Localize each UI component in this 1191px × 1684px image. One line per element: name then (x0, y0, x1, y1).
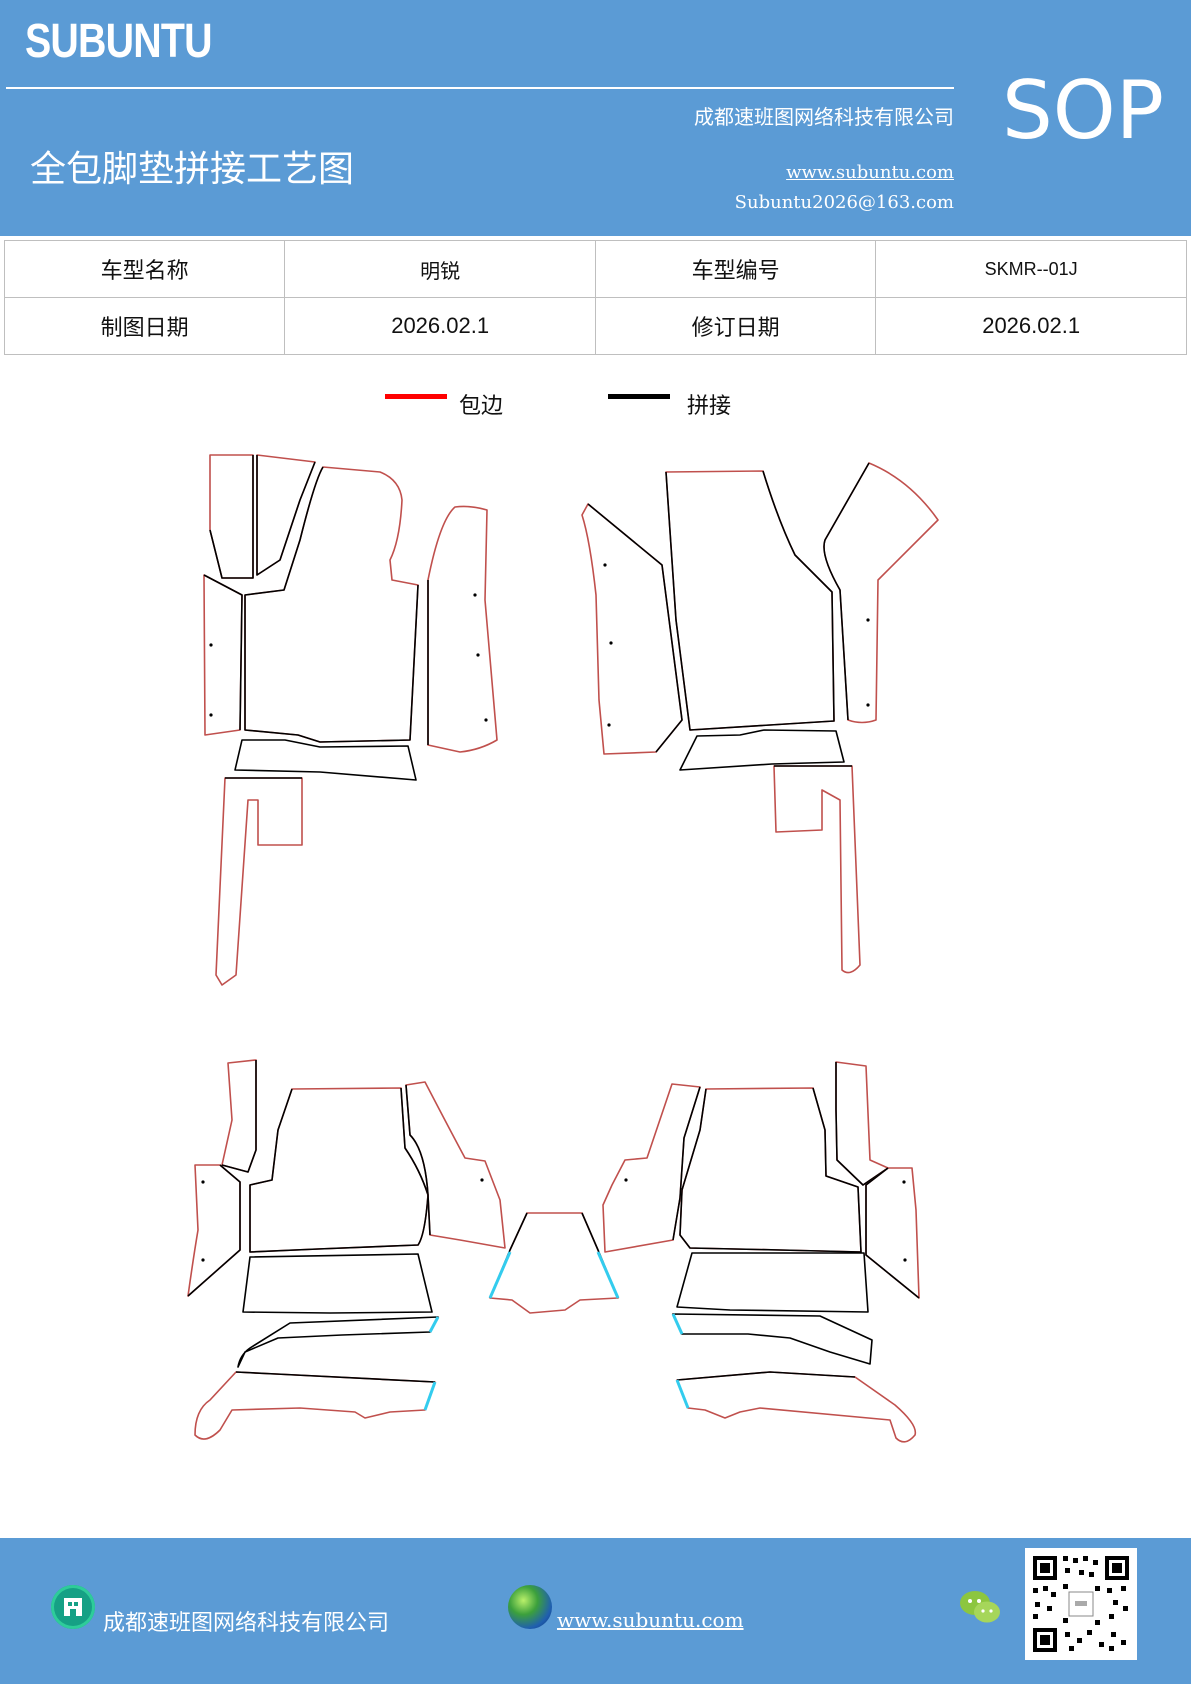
qr-code (1025, 1548, 1137, 1660)
mat-piece (209, 454, 254, 579)
globe-icon (508, 1585, 552, 1629)
mat-piece (215, 777, 303, 986)
mat-piece (428, 1316, 440, 1333)
mat-piece (194, 1371, 436, 1440)
header-banner (0, 0, 1191, 236)
mat-piece (423, 1381, 437, 1411)
marker-dot (903, 1258, 907, 1262)
footer-website-link[interactable]: www.subuntu.com (557, 1608, 744, 1632)
mat-piece (672, 1086, 701, 1241)
marker-dot (484, 718, 488, 722)
marker-dot (201, 1180, 205, 1184)
model-name-label: 车型名称 (3, 240, 286, 298)
mat-piece (488, 1251, 512, 1299)
mat-piece (256, 455, 316, 576)
mat-piece (679, 1087, 862, 1253)
model-code-label: 车型编号 (594, 240, 877, 298)
info-table: 车型名称 明锐 车型编号 SKMR--01J 制图日期 2026.02.1 修订… (3, 240, 1187, 355)
mat-piece (187, 1164, 241, 1297)
mat-piece (405, 1084, 431, 1236)
brand-logo: SUBUNTU (25, 15, 212, 68)
building-icon (51, 1585, 95, 1629)
mat-pattern-diagram (187, 454, 939, 1443)
mat-piece (405, 1081, 506, 1249)
header-divider (6, 87, 954, 89)
mat-piece (235, 1371, 436, 1383)
email-address: Subuntu2026@163.com (734, 192, 954, 213)
center-tunnel-group (488, 1212, 620, 1314)
mat-piece (865, 1167, 920, 1299)
legend-binding-swatch (385, 394, 447, 399)
mat-piece (672, 1313, 873, 1365)
marker-dot (476, 653, 480, 657)
website-link[interactable]: www.subuntu.com (786, 162, 954, 183)
marker-dot (624, 1178, 628, 1182)
mat-piece (676, 1371, 856, 1381)
mat-piece (865, 1167, 920, 1299)
mat-piece (596, 1251, 620, 1299)
marker-dot (480, 1178, 484, 1182)
mat-piece (665, 470, 835, 731)
mat-piece (221, 1060, 257, 1173)
marker-dot (607, 723, 611, 727)
front-left-mat-group (203, 454, 498, 986)
mat-piece (581, 503, 683, 755)
wechat-icon[interactable] (958, 1588, 1002, 1632)
mat-piece (773, 765, 861, 974)
marker-dot (201, 1258, 205, 1262)
mat-piece (835, 1062, 889, 1186)
mat-piece (203, 574, 243, 731)
draw-date-value: 2026.02.1 (284, 297, 596, 355)
mat-piece (244, 466, 419, 743)
legend-seam-label: 拼接 (687, 394, 732, 419)
rear-left-mat-group (187, 1059, 506, 1440)
mat-piece (665, 470, 835, 731)
revise-date-label: 修订日期 (594, 297, 877, 355)
model-name-value: 明锐 (284, 240, 596, 298)
marker-dot (209, 643, 213, 647)
marker-dot (209, 713, 213, 717)
model-code-value: SKMR--01J (875, 240, 1187, 298)
marker-dot (866, 703, 870, 707)
company-name: 成都速班图网络科技有限公司 (694, 105, 954, 129)
legend-seam-swatch (608, 394, 670, 399)
mat-piece (489, 1212, 619, 1314)
page-title: 全包脚垫拼接工艺图 (30, 149, 355, 190)
mat-piece (427, 505, 498, 753)
mat-piece (187, 1164, 241, 1297)
table-row: 车型名称 明锐 车型编号 SKMR--01J (3, 240, 1187, 298)
revise-date-value: 2026.02.1 (875, 297, 1187, 355)
mat-piece (676, 1252, 869, 1313)
mat-piece (602, 1083, 701, 1253)
mat-piece (244, 466, 419, 743)
marker-dot (603, 563, 607, 567)
front-right-mat-group (581, 462, 939, 974)
sop-badge: SOP (1002, 64, 1164, 157)
footer-company-name: 成都速班图网络科技有限公司 (103, 1611, 390, 1636)
mat-piece (203, 574, 243, 736)
table-row: 制图日期 2026.02.1 修订日期 2026.02.1 (3, 297, 1187, 355)
mat-piece (823, 462, 939, 724)
marker-dot (902, 1180, 906, 1184)
mat-piece (823, 462, 870, 721)
mat-piece (679, 729, 845, 771)
mat-piece (242, 1253, 433, 1314)
mat-piece (249, 1087, 429, 1253)
mat-piece (249, 1087, 429, 1253)
legend-binding-label: 包边 (459, 394, 504, 419)
mat-piece (221, 1059, 257, 1173)
mat-piece (209, 455, 254, 579)
marker-dot (609, 641, 613, 645)
marker-dot (473, 593, 477, 597)
mat-piece (676, 1371, 917, 1443)
mat-piece (675, 1379, 690, 1409)
mat-piece (587, 503, 683, 753)
draw-date-label: 制图日期 (3, 297, 286, 355)
mat-piece (234, 739, 417, 781)
mat-piece (671, 1313, 684, 1335)
marker-dot (866, 618, 870, 622)
mat-piece (679, 1087, 862, 1253)
mat-piece (237, 1316, 439, 1368)
rear-right-mat-group (602, 1061, 920, 1443)
